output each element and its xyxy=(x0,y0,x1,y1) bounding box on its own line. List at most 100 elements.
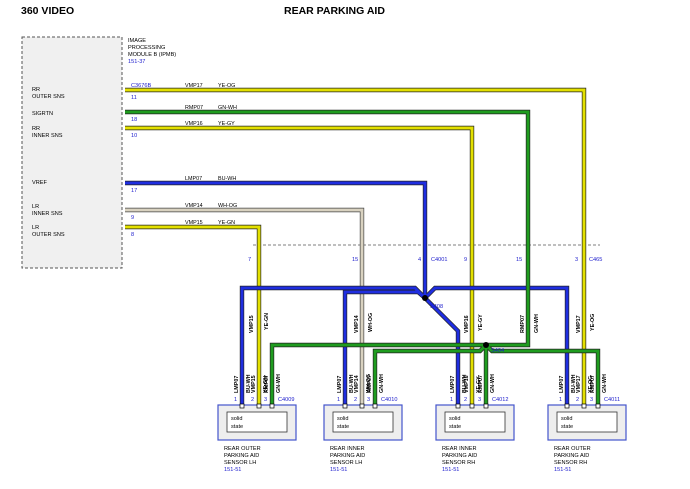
sensor-pin-terminal xyxy=(564,403,570,409)
inline-pin-9: 9 xyxy=(464,257,467,263)
sensor-pin-number: 1 xyxy=(337,397,340,403)
sensor-pin-terminal xyxy=(239,403,245,409)
inline-pin-4: 4 xyxy=(418,257,421,263)
wire-vmp16 xyxy=(125,125,475,245)
wire-label-vmp14: VMP14 xyxy=(185,203,203,209)
solid-state-text-2: state xyxy=(337,424,349,430)
sensor-connector: C4010 xyxy=(381,397,397,403)
wire-color-vmp14: WH-OG xyxy=(218,203,237,209)
wire-label-vmp15: VMP15 xyxy=(185,220,203,226)
sensor-pin-number: 2 xyxy=(464,397,467,403)
sensor-name-1: REAR INNER xyxy=(330,446,365,452)
module-name-3: MODULE B (IPMB) xyxy=(128,52,176,58)
pin-number-10: 10 xyxy=(131,133,137,139)
sensor-drop-circuit: LMP07 xyxy=(337,376,343,393)
splice-s408-label: S408 xyxy=(430,304,443,310)
sensor-name-3: SENSOR LH xyxy=(330,460,362,466)
vlabel-rh-inner-circuit: VMP16 xyxy=(464,315,470,333)
inline-pin-15-left: 15 xyxy=(352,257,358,263)
pin-label-vref: VREF xyxy=(32,180,48,186)
wire-rmp07-network xyxy=(269,245,601,405)
vlabel-rh-outer-color: YE-OG xyxy=(590,314,596,331)
sensor-ref: 151-51 xyxy=(442,467,459,473)
sensor-ref: 151-51 xyxy=(330,467,347,473)
sensor-pin-number: 3 xyxy=(590,397,593,403)
sensor-pin-number: 3 xyxy=(367,397,370,403)
pin-number-11: 11 xyxy=(131,95,137,101)
sensor-drop-color: WH-OG xyxy=(366,374,372,393)
sensor-drop-circuit: RMP07 xyxy=(478,375,484,393)
sensor-drop-circuit: LMP07 xyxy=(559,376,565,393)
solid-state-text-2: state xyxy=(231,424,243,430)
vlabel-lh-outer-circuit: VMP15 xyxy=(249,315,255,333)
solid-state-box xyxy=(444,411,506,433)
wire-color-vmp17: YE-OG xyxy=(218,83,235,89)
pin-label-lr-inner-1: LR xyxy=(32,204,39,210)
sensor-ref: 151-51 xyxy=(224,467,241,473)
sensor-drop-color: YE-GY xyxy=(476,376,482,393)
sensor-drop-color: BU-WH xyxy=(462,374,468,393)
wire-lmp07 xyxy=(125,180,428,245)
pin-number-8: 8 xyxy=(131,232,134,238)
sensor-pin-number: 3 xyxy=(478,397,481,403)
solid-state-text-2: state xyxy=(449,424,461,430)
sensor-name-2: PARKING AID xyxy=(554,453,589,459)
sensor-drop-circuit: VMP14 xyxy=(354,375,360,393)
solid-state-text-1: solid xyxy=(337,416,349,422)
splice-s404-label: S404 xyxy=(491,348,504,354)
sensor-drop-color: GN-WH xyxy=(379,374,385,393)
wire-label-vmp17: VMP17 xyxy=(185,83,203,89)
solid-state-box xyxy=(332,411,394,433)
wire-vmp14 xyxy=(125,207,365,245)
solid-state-text-2: state xyxy=(561,424,573,430)
wire-vmp15 xyxy=(125,224,262,245)
vlabel-rh-outer-circuit: VMP17 xyxy=(576,315,582,333)
wire-vmp17 xyxy=(125,87,587,245)
solid-state-text-1: solid xyxy=(561,416,573,422)
sensor-drop-circuit: LMP07 xyxy=(234,376,240,393)
vlabel-rh-ground-color: GN-WH xyxy=(534,314,540,333)
sensor-pin-terminal xyxy=(256,403,262,409)
vlabel-rh-ground-circuit: RMP07 xyxy=(520,315,526,333)
pin-label-rr-inner-2: INNER SNS xyxy=(32,133,63,139)
vlabel-lh-inner-color: WH-OG xyxy=(368,313,374,332)
solid-state-text-1: solid xyxy=(449,416,461,422)
sensor-name-1: REAR INNER xyxy=(442,446,477,452)
wire-label-lmp07: LMP07 xyxy=(185,176,202,182)
inline-pin-15-right: 15 xyxy=(516,257,522,263)
page-title: REAR PARKING AID xyxy=(284,5,385,17)
sensor-drop-circuit: RMP07 xyxy=(264,375,270,393)
module-connector: C3676B xyxy=(131,83,151,89)
wire-color-lmp07: BU-WH xyxy=(218,176,236,182)
wire-color-vmp15: YE-GN xyxy=(218,220,235,226)
sensor-pin-number: 1 xyxy=(450,397,453,403)
sensor-drop-color: BU-WH xyxy=(571,374,577,393)
sensor-name-3: SENSOR LH xyxy=(224,460,256,466)
sensor-drop-color: YE-GN xyxy=(263,376,269,393)
sensor-pin-terminal xyxy=(595,403,601,409)
sensor-name-2: PARKING AID xyxy=(442,453,477,459)
page-left-title: 360 VIDEO xyxy=(21,5,74,17)
sensor-connector: C4011 xyxy=(604,397,620,403)
sensor-pin-number: 2 xyxy=(354,397,357,403)
pin-label-lr-outer-1: LR xyxy=(32,225,39,231)
sensor-pin-number: 2 xyxy=(251,397,254,403)
sensor-pin-terminal xyxy=(455,403,461,409)
module-ref: 151-37 xyxy=(128,59,145,65)
pin-number-18: 18 xyxy=(131,117,137,123)
vlabel-lh-outer-color: YE-GN xyxy=(264,313,270,330)
sensor-drop-circuit: LMP07 xyxy=(450,376,456,393)
vlabel-rh-inner-color: YE-GY xyxy=(478,314,484,331)
sensor-pin-number: 3 xyxy=(264,397,267,403)
sensor-drop-circuit: VMP16 xyxy=(464,375,470,393)
sensor-connector: C4009 xyxy=(278,397,294,403)
wire-lmp07-network xyxy=(239,245,570,405)
splice-s404-dot xyxy=(483,342,489,348)
inline-connector-c465: C465 xyxy=(589,257,602,263)
sensor-name-3: SENSOR RH xyxy=(554,460,587,466)
